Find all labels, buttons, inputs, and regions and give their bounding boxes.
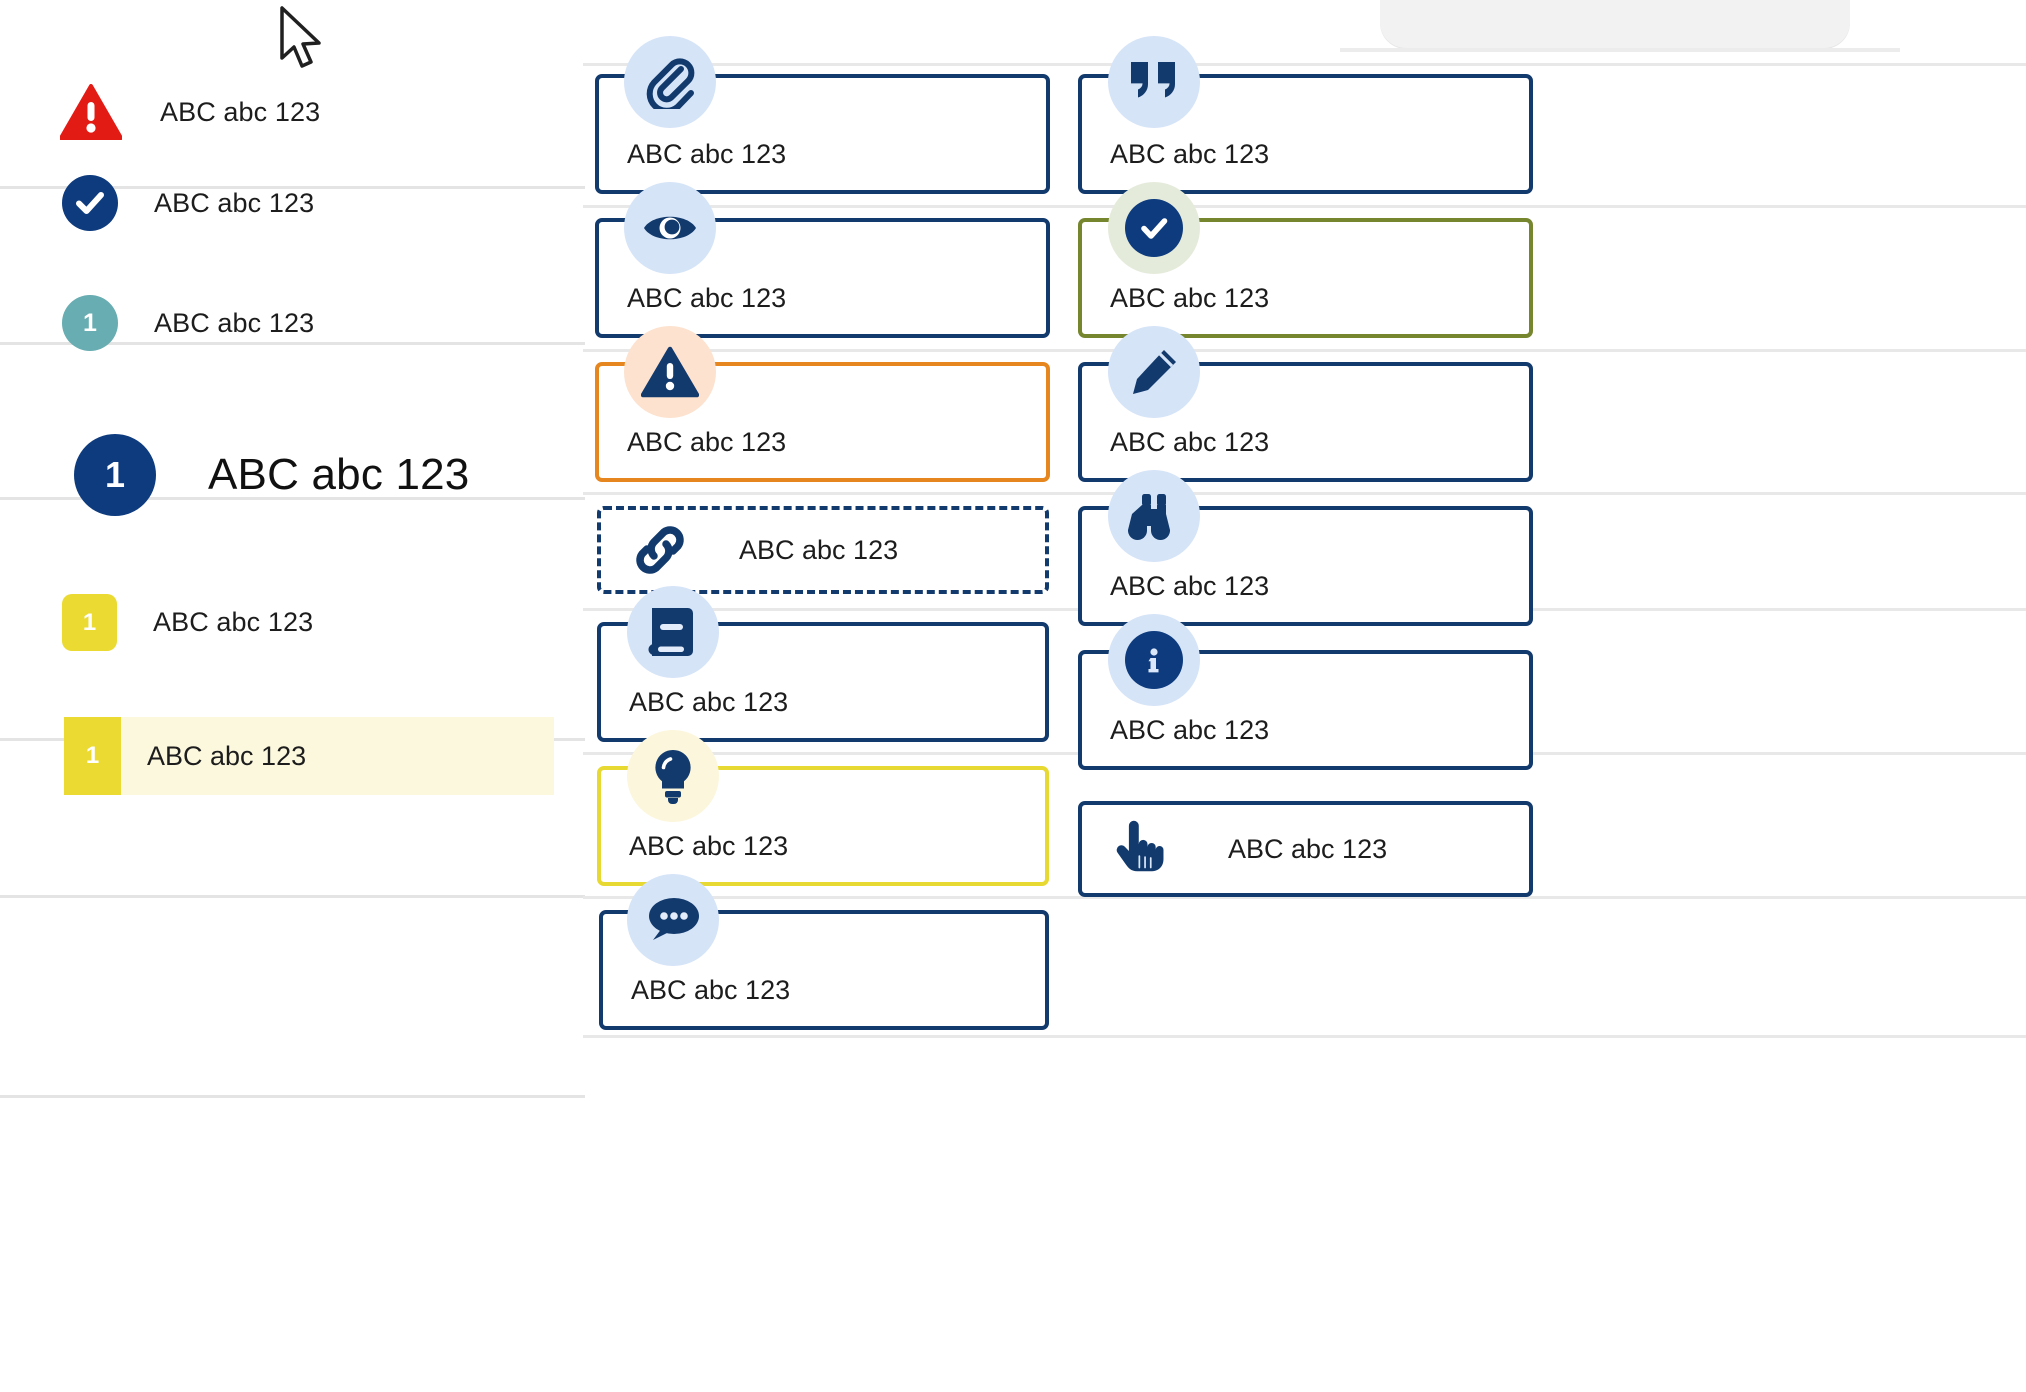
list-separator [0, 186, 585, 189]
card-link-label[interactable]: ABC abc 123 [739, 534, 899, 565]
grid-separator [583, 896, 2026, 899]
info-circle-icon [1108, 614, 1200, 706]
speech-bubble-icon [627, 874, 719, 966]
check-circle-icon [1108, 182, 1200, 274]
card-action[interactable]: ABC abc 123 [1078, 801, 1533, 897]
list-item-label: ABC abc 123 [208, 450, 470, 499]
paperclip-icon [624, 36, 716, 128]
binoculars-icon [1108, 470, 1200, 562]
badge-value: 1 [85, 742, 100, 769]
card-label: ABC abc 123 [1110, 139, 1270, 169]
grid-separator [583, 205, 2026, 208]
grid-separator [583, 1035, 2026, 1038]
list-item-label: ABC abc 123 [147, 740, 307, 771]
list-item-label: ABC abc 123 [160, 96, 321, 127]
quote-marks-icon [1108, 36, 1200, 128]
card-label: ABC abc 123 [627, 427, 787, 457]
list-item-number-teal[interactable]: 1 ABC abc 123 [0, 295, 647, 351]
number-badge-large-icon: 1 [74, 434, 156, 516]
card-label: ABC abc 123 [629, 687, 789, 717]
left-list: ABC abc 123 ABC abc 123 1 ABC abc 123 1 … [0, 0, 585, 1392]
check-disc [1125, 199, 1183, 257]
list-item-number-square[interactable]: 1 ABC abc 123 [0, 594, 647, 651]
card-label: ABC abc 123 [627, 139, 787, 169]
number-badge-square-icon: 1 [62, 594, 117, 651]
grid-separator [583, 492, 2026, 495]
list-separator [0, 895, 585, 898]
mouse-cursor-icon [280, 6, 321, 68]
list-item-label: ABC abc 123 [153, 607, 314, 637]
card-label: ABC abc 123 [1110, 571, 1270, 601]
number-badge-flag-icon: 1 [64, 717, 121, 795]
list-item-number-large[interactable]: 1 ABC abc 123 [0, 434, 659, 516]
card-label: ABC abc 123 [1110, 427, 1270, 457]
top-tab-underline [1340, 48, 1900, 52]
check-circle-icon [62, 175, 118, 231]
warning-triangle-icon [60, 84, 122, 140]
list-separator [0, 497, 585, 500]
card-label: ABC abc 123 [629, 831, 789, 861]
list-item-warning[interactable]: ABC abc 123 [0, 80, 645, 144]
pencil-icon [1108, 326, 1200, 418]
grid-separator [583, 63, 2026, 66]
pointing-hand-icon [1112, 820, 1170, 878]
lightbulb-icon [627, 730, 719, 822]
card-label: ABC abc 123 [1110, 283, 1270, 313]
card-label: ABC abc 123 [1110, 715, 1270, 745]
badge-value: 1 [104, 454, 126, 495]
list-item-label: ABC abc 123 [154, 187, 315, 218]
list-item-highlighted[interactable]: 1 ABC abc 123 [64, 717, 554, 795]
badge-value: 1 [82, 608, 97, 636]
number-badge-icon: 1 [62, 295, 118, 351]
list-item-check[interactable]: ABC abc 123 [0, 175, 647, 231]
badge-value: 1 [83, 308, 97, 337]
alert-triangle-icon [624, 326, 716, 418]
list-separator [0, 342, 585, 345]
grid-separator [583, 349, 2026, 352]
card-label: ABC abc 123 [627, 283, 787, 313]
book-icon [627, 586, 719, 678]
card-label: ABC abc 123 [631, 975, 791, 1005]
card-link[interactable]: ABC abc 123 [597, 506, 1049, 594]
top-tab-shape [1380, 0, 1850, 48]
eye-icon [624, 182, 716, 274]
card-label: ABC abc 123 [1228, 833, 1388, 864]
list-separator [0, 1095, 585, 1098]
info-disc [1125, 631, 1183, 689]
card-quote[interactable]: ABC abc 123 [1078, 74, 1533, 194]
link-chain-icon [631, 521, 689, 579]
list-item-label: ABC abc 123 [154, 307, 315, 338]
